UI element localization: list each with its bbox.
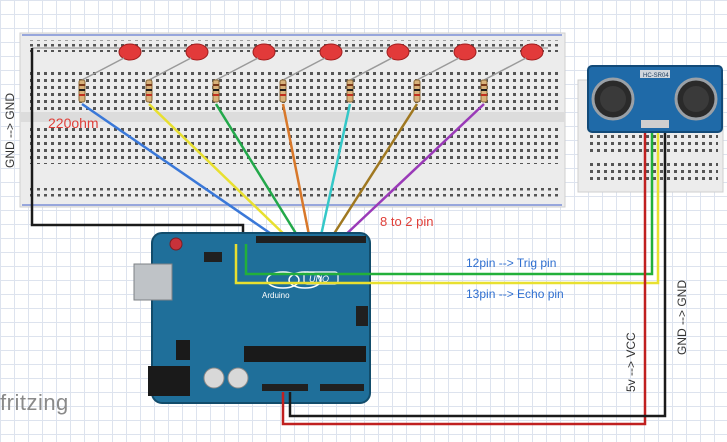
power-jack xyxy=(148,366,190,396)
led-lead xyxy=(215,57,259,81)
resistor-band xyxy=(481,84,487,86)
resistor-band xyxy=(414,84,420,86)
trig-pin-label: 12pin --> Trig pin xyxy=(466,256,557,270)
led-wire xyxy=(339,103,485,241)
resistor-band xyxy=(481,94,487,96)
vcc-wire xyxy=(281,128,647,426)
resistor-band xyxy=(280,94,286,96)
gnd-wire-right xyxy=(288,128,667,418)
led-wire xyxy=(318,103,352,241)
resistor-band xyxy=(213,89,219,91)
fritzing-logo: fritzing xyxy=(0,390,69,415)
ultrasonic-sensor: HC-SR04 xyxy=(587,65,723,133)
led-lead xyxy=(81,57,125,81)
led-wire xyxy=(148,103,291,241)
atmega-chip xyxy=(244,346,366,362)
usb-port xyxy=(133,263,173,301)
led-lead xyxy=(282,57,326,81)
resistor-band xyxy=(347,84,353,86)
resistor-band xyxy=(414,89,420,91)
vcc-label: 5v --> VCC xyxy=(624,332,638,392)
led xyxy=(185,43,209,61)
led-lead xyxy=(416,57,460,81)
main-breadboard xyxy=(19,32,566,208)
led-lead xyxy=(349,57,393,81)
led xyxy=(453,43,477,61)
resistor-label: 220ohm xyxy=(48,115,99,131)
led xyxy=(118,43,142,61)
resistor-band xyxy=(481,89,487,91)
led-lead xyxy=(148,57,192,81)
digital-pins-label: 8 to 2 pin xyxy=(380,214,434,229)
echo-wire xyxy=(234,128,660,285)
gnd-label-right: GND --> GND xyxy=(675,280,689,355)
led xyxy=(520,43,544,61)
digital-header xyxy=(256,236,366,243)
resistor-band xyxy=(146,89,152,91)
resistor-band xyxy=(347,89,353,91)
resistor-band xyxy=(280,89,286,91)
led-lead xyxy=(483,57,527,81)
resistor-band xyxy=(79,89,85,91)
trig-wire xyxy=(244,128,654,276)
resistor-band xyxy=(414,94,420,96)
led xyxy=(386,43,410,61)
board-name: Arduino xyxy=(262,291,290,300)
led-wire xyxy=(328,103,419,241)
resistor-band xyxy=(79,84,85,86)
resistor-band xyxy=(213,94,219,96)
echo-pin-label: 13pin --> Echo pin xyxy=(466,287,564,301)
led xyxy=(319,43,343,61)
arduino-uno-board: Arduino UNO xyxy=(133,232,371,404)
led-wire xyxy=(214,103,302,241)
resistor-band xyxy=(213,84,219,86)
gnd-label-left: GND --> GND xyxy=(3,93,17,168)
led-wire xyxy=(81,102,281,242)
power-rail-bottom xyxy=(30,186,558,198)
led-wires xyxy=(81,102,485,242)
power-rail-top xyxy=(30,40,558,52)
gnd-wire-left xyxy=(30,48,245,238)
led-array xyxy=(32,43,548,103)
resistor-band xyxy=(347,94,353,96)
resistor-band xyxy=(79,94,85,96)
led-wire xyxy=(281,103,312,241)
reset-button xyxy=(169,237,183,251)
resistor-band xyxy=(146,94,152,96)
terminal-block-top xyxy=(30,72,558,110)
board-model: UNO xyxy=(309,274,329,284)
resistor-band xyxy=(146,84,152,86)
sensor-model: HC-SR04 xyxy=(643,73,669,79)
led xyxy=(252,43,276,61)
resistor-band xyxy=(280,84,286,86)
